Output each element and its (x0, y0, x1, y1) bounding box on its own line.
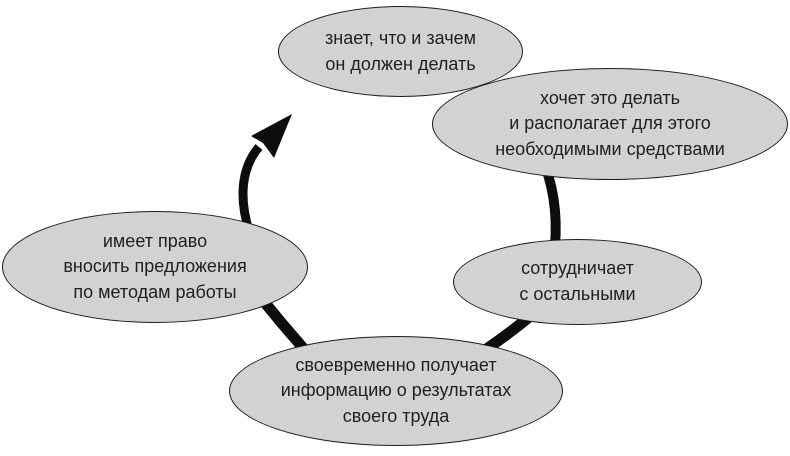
connector-receives-proposes (256, 294, 309, 353)
node-knows: знает, что и зачем он должен делать (278, 6, 523, 97)
node-text-line: сотрудничает (521, 258, 634, 279)
node-text-line: по методам работы (73, 281, 237, 302)
node-text-line: информацию о результатах (280, 380, 512, 401)
node-text-line: имеет право (102, 230, 208, 251)
node-proposes: имеет право вносить предложения по метод… (2, 211, 308, 323)
node-text-line: знает, что и зачем (325, 27, 476, 48)
node-text-line: с остальными (519, 284, 636, 304)
cycle-arrowhead-icon (251, 114, 292, 158)
node-receives-info: своевременно получает информацию о резул… (229, 336, 563, 446)
node-text-line: он должен делать (325, 53, 476, 74)
cycle-arrow-shaft (238, 144, 263, 233)
node-text-line: и располагает для этого (509, 113, 711, 134)
node-wants: хочет это делать и располагает для этого… (432, 68, 788, 180)
node-text-line: своего труда (342, 405, 450, 426)
node-text-line: вносить предложения (63, 256, 247, 277)
node-text-line: своевременно получает (295, 354, 497, 375)
node-cooperates: сотрудничает с остальными (453, 239, 702, 325)
node-text-line: хочет это делать (540, 87, 680, 108)
node-text-line: необходимыми средствами (495, 138, 725, 159)
